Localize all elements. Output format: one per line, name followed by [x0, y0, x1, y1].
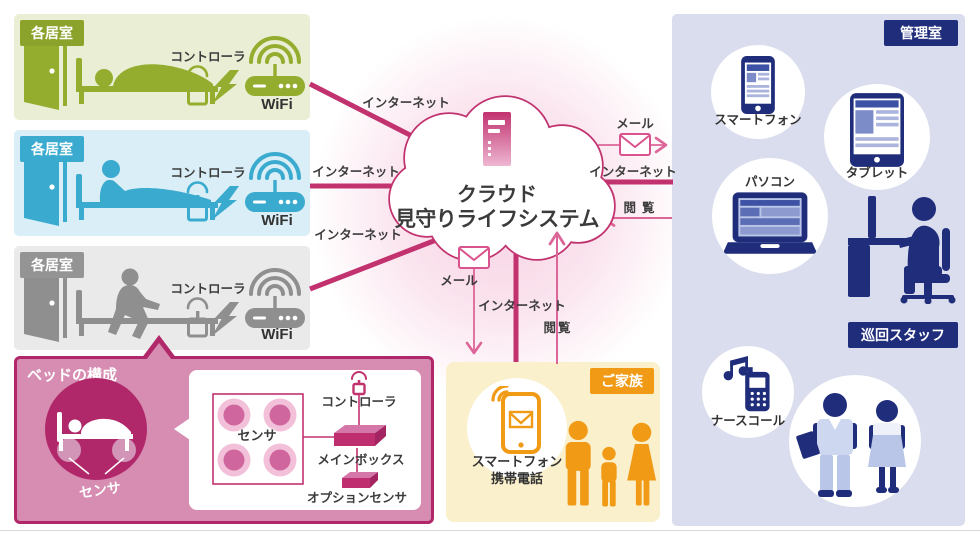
- door-icon: [24, 266, 67, 342]
- mail-label-down: メール: [440, 274, 478, 288]
- main-box-label: メインボックス: [317, 453, 405, 467]
- wifi-router-icon: [245, 36, 305, 96]
- lightning-icon: [212, 186, 239, 220]
- sensor-array-icon: [217, 398, 297, 477]
- nurse-call-icon: [723, 356, 770, 412]
- nurse-call-circle: ナースコール: [702, 346, 794, 438]
- cloud-title-line2: 見守りライフシステム: [394, 208, 600, 231]
- option-sensor-label: オプションセンサ: [306, 491, 407, 505]
- room-badge: 各居室: [20, 20, 84, 46]
- lightning-icon: [212, 70, 239, 104]
- patrol-staff-icon: [796, 393, 906, 497]
- controller-icon: [186, 65, 209, 106]
- family-badge: ご家族: [590, 368, 654, 394]
- internet-label-down: インターネット: [478, 299, 566, 313]
- bed-sensor-circle: [45, 378, 147, 480]
- controller-label: コントローラ: [170, 282, 246, 296]
- smartphone-label: スマートフォン: [714, 113, 802, 128]
- controller-label: コントローラ: [170, 166, 246, 180]
- family-panel: ご家族 スマートフォン 携帯電話: [446, 362, 660, 522]
- wifi-router-icon: [245, 152, 305, 212]
- sensor-spot-right: [112, 438, 136, 462]
- bed-config-schematic: [212, 371, 386, 488]
- family-device-label-line2: 携帯電話: [490, 470, 543, 486]
- main-box-icon: [334, 425, 386, 446]
- family-figures-icon: [565, 420, 657, 507]
- sensor-label-circle: センサ: [78, 479, 122, 501]
- view-label-up: 閲覧: [543, 321, 573, 335]
- nurse-call-label: ナースコール: [710, 414, 786, 429]
- door-icon: [24, 34, 67, 110]
- mail-label-right: メール: [616, 117, 654, 131]
- laptop-icon: [724, 192, 816, 255]
- smartphone-icon: [741, 56, 775, 115]
- tablet-label: タブレット: [845, 166, 909, 181]
- door-icon: [24, 150, 67, 226]
- room-badge: 各居室: [20, 252, 84, 278]
- staff-at-desk-icon: [848, 196, 956, 304]
- family-device-label: スマートフォン 携帯電話: [450, 454, 584, 488]
- bottom-divider: [0, 530, 980, 531]
- patrol-staff-badge: 巡回スタッフ: [848, 322, 958, 348]
- controller-label-diagram: コントローラ: [321, 395, 397, 409]
- pc-circle: パソコン: [712, 158, 828, 274]
- internet-label-room3: インターネット: [314, 228, 402, 242]
- room-panel-gray: 各居室: [14, 246, 310, 350]
- internet-label-room2: インターネット: [312, 165, 400, 179]
- wifi-label: WiFi: [261, 326, 293, 343]
- family-device-label-line1: スマートフォン: [471, 454, 563, 469]
- bed-person-lying-icon: [76, 58, 218, 104]
- room-icons-cyan: [24, 150, 305, 226]
- internet-label-right: インターネット: [589, 165, 677, 179]
- option-sensor-icon: [342, 472, 378, 488]
- room-icons-gray: [24, 266, 305, 342]
- bed-with-sensors-icon: [57, 412, 136, 475]
- tablet-icon: [850, 93, 904, 168]
- management-panel: 管理室 スマートフォン タブレット: [672, 14, 965, 526]
- view-label-right: 閲覧: [623, 201, 661, 215]
- internet-label-room1: インターネット: [362, 96, 450, 110]
- bed-config-callout: センサ コントローラ メインボックス オプションセンサ: [174, 370, 421, 510]
- bed-person-sitting-icon: [76, 160, 218, 220]
- room-icons-green: [24, 34, 305, 110]
- bed-person-leaving-icon: [76, 268, 218, 339]
- wifi-label: WiFi: [261, 212, 293, 229]
- bed-config-panel: ベッドの構成 センサ: [14, 335, 434, 524]
- wifi-router-icon: [245, 268, 305, 328]
- controller-icon: [186, 297, 209, 338]
- tablet-circle: タブレット: [824, 84, 930, 190]
- room-badge: 各居室: [20, 136, 84, 162]
- sensor-bracket: [212, 393, 304, 485]
- family-smartphone-icon: [491, 386, 541, 454]
- smartphone-circle: スマートフォン: [711, 45, 805, 139]
- controller-label: コントローラ: [170, 50, 246, 64]
- wifi-label: WiFi: [261, 96, 293, 113]
- controller-icon: [186, 181, 209, 222]
- lightning-icon: [212, 302, 239, 336]
- patrol-staff-circle: [789, 375, 921, 507]
- cloud-title: クラウド 見守りライフシステム: [390, 183, 604, 232]
- room-panel-cyan: 各居室: [14, 130, 310, 236]
- cloud-title-line1: クラウド: [457, 184, 537, 206]
- family-device-circle: [467, 378, 567, 478]
- management-badge: 管理室: [884, 20, 958, 46]
- pc-label: パソコン: [744, 174, 795, 189]
- mini-controller-icon: [351, 371, 367, 396]
- sensor-label-diagram: センサ: [237, 428, 277, 443]
- room-panel-green: 各居室: [14, 14, 310, 120]
